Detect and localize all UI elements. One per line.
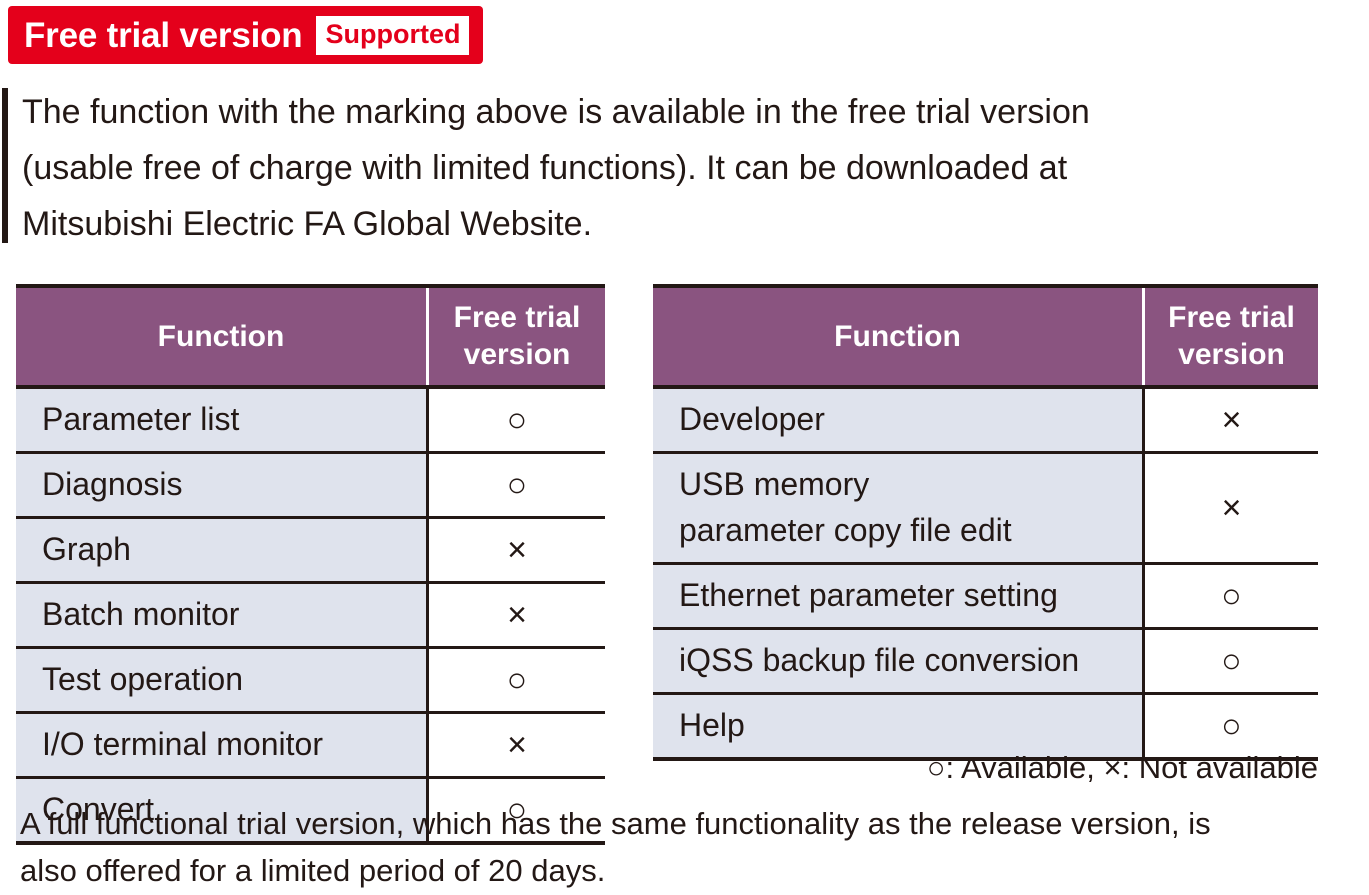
legend: ○: Available, ×: Not available <box>926 750 1318 785</box>
function-name-cell: Convert <box>16 777 429 845</box>
column-header-line-2: version <box>1178 338 1285 371</box>
function-tables: Function Free trial version Parameter li… <box>0 284 1369 845</box>
availability-mark-cell: ○ <box>427 777 605 845</box>
function-name-cell: Parameter list <box>16 387 429 454</box>
availability-mark-cell: ○ <box>427 452 605 519</box>
free-trial-badge: Free trial version Supported <box>8 6 484 64</box>
table-row: Ethernet parameter setting ○ <box>653 563 1318 630</box>
table-header-row: Function Free trial version <box>16 284 605 389</box>
column-header-function: Function <box>16 284 429 389</box>
function-name-cell: I/O terminal monitor <box>16 712 429 779</box>
function-name-cell: Diagnosis <box>16 452 429 519</box>
availability-mark-cell: ○ <box>1143 563 1318 630</box>
availability-mark-cell: × <box>427 712 605 779</box>
supported-chip: Supported <box>316 15 470 55</box>
availability-mark-cell: × <box>427 517 605 584</box>
column-header-line-1: Free trial <box>1168 301 1295 334</box>
column-header-free-trial-version: Free trial version <box>1143 284 1318 389</box>
table-row: Convert ○ <box>16 777 605 845</box>
table-row: USB memory parameter copy file edit × <box>653 452 1318 565</box>
table-row: Diagnosis ○ <box>16 452 605 519</box>
table-row: Parameter list ○ <box>16 387 605 454</box>
availability-mark-cell: ○ <box>1143 628 1318 695</box>
column-header-line-1: Free trial <box>453 301 581 334</box>
availability-mark-cell: ○ <box>427 647 605 714</box>
table-header-row: Function Free trial version <box>653 284 1318 389</box>
availability-mark-cell: ○ <box>427 387 605 454</box>
function-name-line-1: USB memory <box>679 466 870 502</box>
availability-mark-cell: × <box>427 582 605 649</box>
function-table-left: Function Free trial version Parameter li… <box>16 284 605 845</box>
column-header-free-trial-version: Free trial version <box>427 284 605 389</box>
availability-mark-cell: ○ <box>1143 693 1318 761</box>
function-name-cell: Developer <box>653 387 1145 454</box>
footer-note: A full functional trial version, which h… <box>20 806 1211 888</box>
function-name-cell: Ethernet parameter setting <box>653 563 1145 630</box>
table-row: Developer × <box>653 387 1318 454</box>
function-name-cell: Test operation <box>16 647 429 714</box>
table-row: Graph × <box>16 517 605 584</box>
function-name-cell: Help <box>653 693 1145 761</box>
function-name-cell: Graph <box>16 517 429 584</box>
free-trial-badge-title: Free trial version <box>24 15 303 55</box>
intro-paragraph: The function with the marking above is a… <box>22 93 1090 243</box>
function-name-cell: iQSS backup file conversion <box>653 628 1145 695</box>
table-row: Test operation ○ <box>16 647 605 714</box>
function-name-cell: Batch monitor <box>16 582 429 649</box>
table-row: Help ○ <box>653 693 1318 761</box>
table-row: iQSS backup file conversion ○ <box>653 628 1318 695</box>
availability-mark-cell: × <box>1143 387 1318 454</box>
availability-mark-cell: × <box>1143 452 1318 565</box>
column-header-line-2: version <box>463 338 571 371</box>
table-row: I/O terminal monitor × <box>16 712 605 779</box>
function-table-right: Function Free trial version Developer × … <box>653 284 1318 761</box>
column-header-function: Function <box>653 284 1145 389</box>
table-row: Batch monitor × <box>16 582 605 649</box>
function-name-line-2: parameter copy file edit <box>679 512 1012 548</box>
intro-left-rule <box>2 88 8 243</box>
function-name-cell: USB memory parameter copy file edit <box>653 452 1145 565</box>
